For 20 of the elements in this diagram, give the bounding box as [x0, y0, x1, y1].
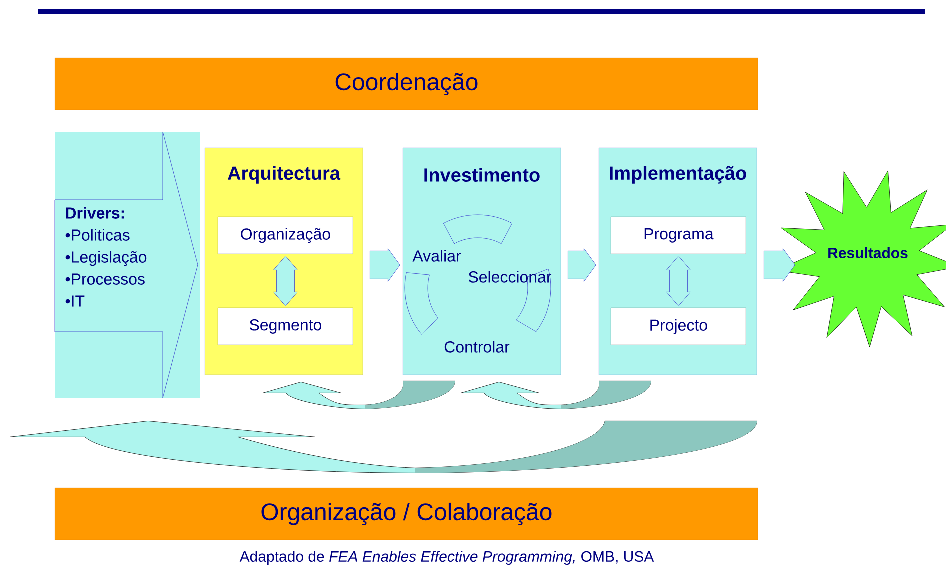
- item-box: Organização: [218, 217, 354, 254]
- step-label: Seleccionar: [468, 271, 552, 283]
- caption: Adaptado de FEA Enables Effective Programming, OMB, USA: [240, 551, 654, 565]
- block-arrow: [370, 248, 400, 282]
- step-label: Controlar: [444, 341, 510, 353]
- curved-arrow: [461, 381, 652, 410]
- step-label: Avaliar: [412, 250, 462, 262]
- curved-arrow: [263, 381, 456, 410]
- item-box: Projecto: [611, 308, 746, 346]
- item-box: Segmento: [218, 308, 354, 346]
- item-box: Programa: [611, 217, 746, 254]
- title-band: Coordenação: [55, 58, 758, 110]
- block-arrow: [764, 248, 796, 282]
- double-arrow: [274, 256, 298, 306]
- curved-arrow: [10, 421, 758, 474]
- double-arrow: [666, 256, 691, 306]
- title-band: Organização / Colaboração: [55, 488, 758, 540]
- block-arrow: [568, 248, 596, 282]
- result-star: Resultados: [776, 170, 946, 348]
- driver-arrow: Drivers: •Politicas •Legislação •Processos •IT: [54, 132, 200, 398]
